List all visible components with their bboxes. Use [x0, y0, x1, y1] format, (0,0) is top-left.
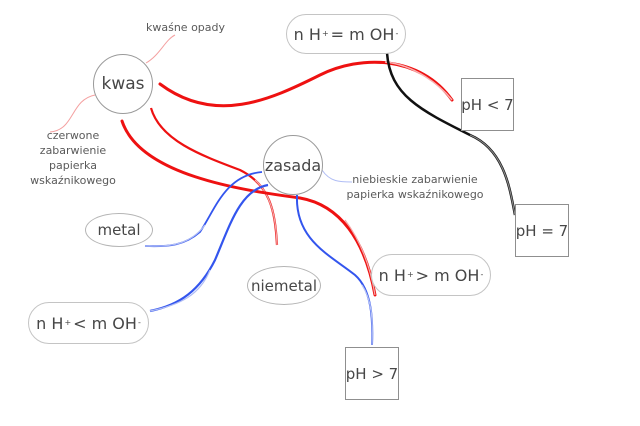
- box-ph-gt-7-label: pH > 7: [345, 364, 399, 383]
- link-kwas-niemetal: [149, 107, 279, 246]
- node-metal[interactable]: metal: [85, 213, 153, 247]
- eq-equal-left: n H: [293, 24, 321, 44]
- link-fade-segment: [384, 61, 453, 101]
- link-kwas-greater: [120, 119, 377, 297]
- eq-equal-op: = m OH: [330, 24, 395, 44]
- eq-less-op: < m OH: [73, 313, 137, 333]
- note-red-paper-line: zabarwienie: [39, 144, 107, 157]
- eq-greater-left: n H: [378, 265, 406, 285]
- node-zasada-label: zasada: [264, 155, 322, 175]
- link-fade-segment: [144, 224, 206, 247]
- box-ph-eq-7-label: pH = 7: [515, 221, 569, 240]
- link-kwas-kwasne-opady: [145, 34, 176, 64]
- link-zasada-niebieskie: [321, 169, 353, 183]
- link-fade-segment: [469, 134, 516, 216]
- note-blue-paper-line: papierka wskaźnikowego: [346, 188, 484, 201]
- box-ph-eq-7[interactable]: pH = 7: [515, 204, 569, 257]
- link-fade-segment: [361, 284, 373, 346]
- note-red-paper-line: wskaźnikowego: [30, 174, 116, 187]
- node-metal-label: metal: [97, 221, 141, 239]
- node-kwas-label: kwas: [101, 74, 145, 94]
- link-fade-segment: [149, 269, 211, 312]
- box-ph-lt-7[interactable]: pH < 7: [461, 78, 514, 131]
- link-kwas-czerwone: [49, 94, 96, 133]
- note-red-paper: czerwone zabarwienie papierka wskaźnikow…: [18, 128, 128, 188]
- note-red-paper-line: czerwone: [46, 129, 100, 142]
- node-less[interactable]: n H+< m OH-: [28, 302, 149, 344]
- eq-greater-op: > m OH: [415, 265, 480, 285]
- box-ph-gt-7[interactable]: pH > 7: [345, 347, 399, 400]
- note-blue-paper: niebieskie zabarwienie papierka wskaźnik…: [345, 172, 485, 202]
- node-niemetal[interactable]: niemetal: [247, 266, 321, 305]
- node-greater[interactable]: n H+> m OH-: [371, 254, 491, 296]
- box-ph-lt-7-label: pH < 7: [461, 95, 514, 114]
- eq-less-left: n H: [36, 313, 64, 333]
- link-zasada-less: [149, 183, 269, 313]
- node-niemetal-label: niemetal: [251, 276, 317, 295]
- note-blue-paper-line: niebieskie zabarwienie: [352, 173, 478, 186]
- node-equal[interactable]: n H+= m OH-: [286, 14, 406, 54]
- link-zasada-metal: [144, 171, 263, 248]
- link-fade-segment: [254, 179, 278, 246]
- note-acid-rain: kwaśne opady: [146, 21, 226, 34]
- node-kwas[interactable]: kwas: [93, 54, 153, 114]
- note-red-paper-line: papierka: [49, 159, 97, 172]
- node-zasada[interactable]: zasada: [263, 135, 323, 195]
